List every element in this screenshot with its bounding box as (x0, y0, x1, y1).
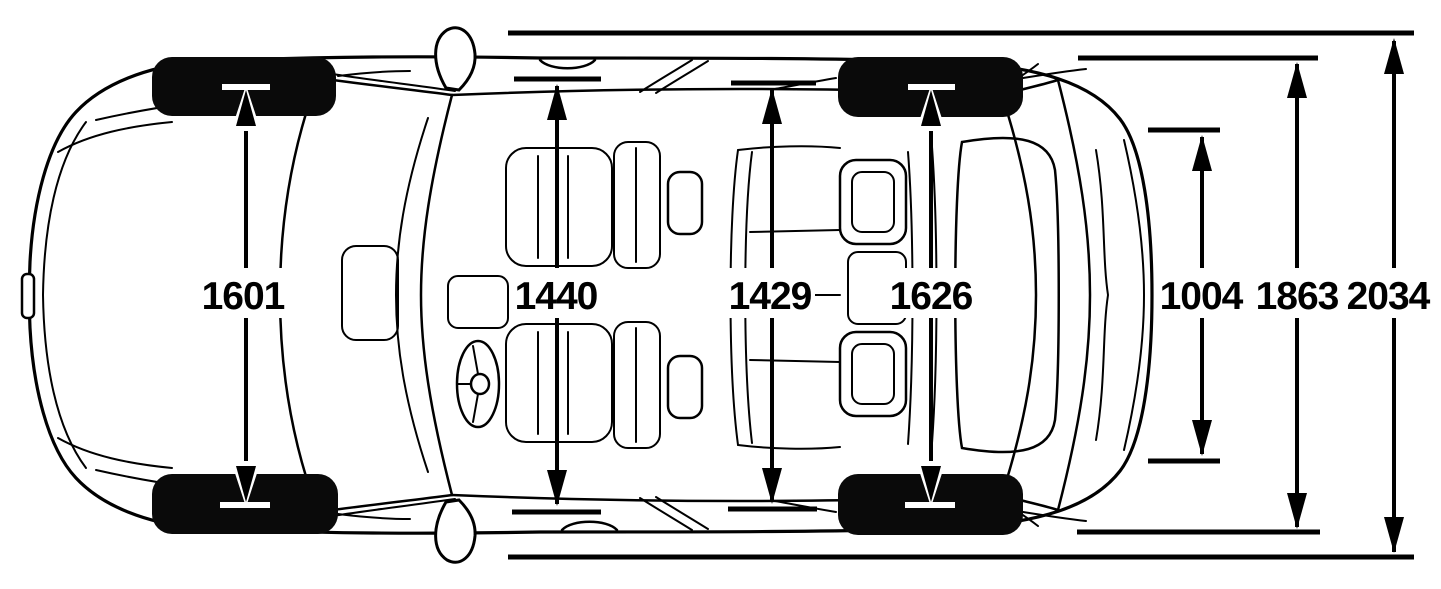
trunk-line (1095, 149, 1110, 441)
dimension-lines (199, 30, 1435, 560)
roof-front-edge (419, 93, 454, 497)
headlight-top (57, 121, 173, 153)
arrow-1601-down (236, 466, 256, 502)
arrow-1626-up (921, 90, 941, 126)
tire-center-dash-rear-bottom (905, 502, 955, 508)
center-console (447, 275, 509, 329)
arrowheads (236, 38, 1404, 553)
arrow-1004-up (1192, 135, 1212, 171)
dimension-label-overall-width: 2034 (1347, 275, 1431, 318)
door-seam-b-top (639, 59, 709, 94)
door-handle-top (538, 58, 597, 70)
door-handle-bottom (560, 520, 619, 532)
car-illustration (20, 26, 1154, 564)
arrow-1863-down (1287, 493, 1307, 529)
side-mirror-top (434, 26, 477, 92)
door-seam-b-bottom (639, 496, 709, 531)
rear-bumper-line (1123, 139, 1146, 451)
dashboard-cowl (394, 117, 429, 473)
arrow-2034-down (1384, 517, 1404, 553)
dimension-label-front-cabin: 1440 (515, 275, 598, 318)
front-seat-bottom (505, 321, 704, 449)
dimension-label-rear-track: 1626 (890, 275, 973, 318)
dimension-labels: 1601 1440 1429 1626 1004 1863 2034 (202, 275, 1432, 318)
arrow-1626-down (921, 466, 941, 502)
dimension-label-front-track: 1601 (202, 275, 285, 318)
dimension-label-rear-inner: 1004 (1160, 275, 1244, 318)
arrow-1440-down (547, 470, 567, 506)
rear-window-front-edge (1000, 93, 1038, 497)
dimension-label-body-width: 1863 (1256, 275, 1339, 318)
dimension-label-rear-cabin: 1429 (729, 275, 812, 318)
front-seat-top (505, 141, 704, 269)
arrow-1601-up (236, 90, 256, 126)
steering-wheel (455, 339, 501, 429)
front-tab (20, 272, 36, 320)
arrow-1863-up (1287, 62, 1307, 98)
rear-window-rear-edge (1056, 78, 1092, 512)
extension-lines (508, 30, 1414, 560)
arrow-2034-up (1384, 38, 1404, 74)
label-backgrounds (199, 268, 1435, 318)
side-mirror-bottom (434, 498, 477, 564)
center-dash-panel (341, 245, 399, 341)
front-bumper-line (41, 121, 87, 469)
tire-center-dash-front-bottom (220, 502, 270, 508)
arrow-1004-down (1192, 420, 1212, 456)
arrow-1429-up (762, 88, 782, 124)
headlight-bottom (57, 437, 173, 469)
arrow-1440-up (547, 84, 567, 120)
arrow-1429-down (762, 468, 782, 504)
